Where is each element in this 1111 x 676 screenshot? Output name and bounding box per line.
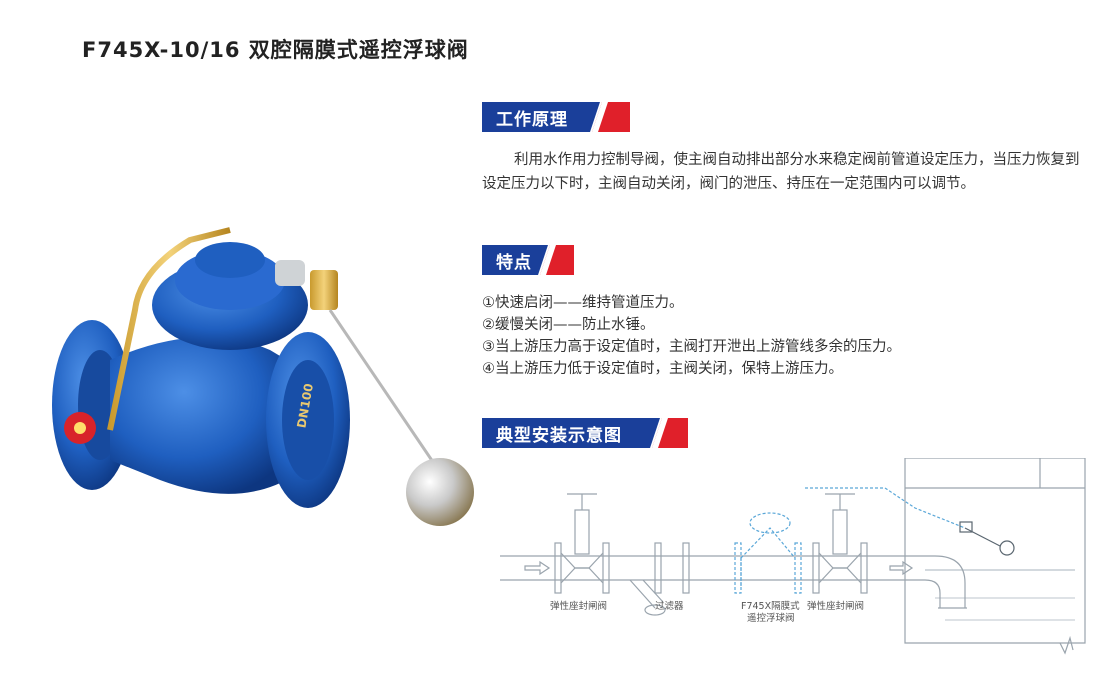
float-rod	[328, 309, 437, 466]
principle-text: 利用水作用力控制导阀，使主阀自动排出部分水来稳定阀前管道设定压力，当压力恢复到设…	[482, 152, 1080, 192]
feature-item: ①快速启闭——维持管道压力。	[482, 295, 684, 311]
feature-item: ③当上游压力高于设定值时，主阀打开泄出上游管线多余的压力。	[482, 339, 901, 355]
valve-product-illustration: DN100	[52, 227, 474, 526]
water-tank	[904, 458, 1086, 644]
gate-valve-1	[554, 493, 610, 594]
section-title: 典型安装示意图	[496, 426, 622, 446]
label-gate-valve-1: 弹性座封闸阀	[550, 600, 607, 612]
valve-body	[110, 337, 295, 494]
control-pipe	[107, 227, 231, 431]
installation-diagram: 弹性座封闸阀 过滤器 F745X隔膜式 遥控浮球阀 弹性座封闸阀	[500, 458, 1086, 655]
gate-valve-2	[812, 493, 868, 594]
section-title: 特点	[496, 253, 532, 273]
float-in-tank	[959, 521, 1015, 556]
page-title: F745X-10/16 双腔隔膜式遥控浮球阀	[82, 38, 469, 62]
header-banner	[482, 245, 574, 275]
pilot-valve	[310, 270, 338, 310]
features-list: ①快速启闭——维持管道压力。 ②缓慢关闭——防止水锤。 ③当上游压力高于设定值时…	[482, 292, 1082, 380]
section-header-principle: 工作原理	[482, 102, 630, 132]
flow-arrow-outlet	[889, 560, 914, 576]
main-valve-diagram	[734, 487, 966, 594]
strainer	[629, 542, 690, 616]
section-header-diagram: 典型安装示意图	[482, 418, 688, 448]
label-gate-valve-2: 弹性座封闸阀	[807, 600, 864, 612]
feature-item: ②缓慢关闭——防止水锤。	[482, 317, 655, 333]
label-main-valve-1: F745X隔膜式	[741, 600, 800, 612]
feature-item: ④当上游压力低于设定值时，主阀关闭，保特上游压力。	[482, 361, 843, 377]
label-strainer: 过滤器	[655, 600, 684, 612]
float-ball	[406, 458, 474, 526]
flow-arrow-inlet	[524, 560, 551, 576]
section-title: 工作原理	[496, 110, 568, 130]
section-header-features: 特点	[482, 245, 574, 275]
header-banner	[482, 102, 630, 132]
label-main-valve-2: 遥控浮球阀	[747, 612, 795, 624]
header-banner	[482, 418, 688, 448]
